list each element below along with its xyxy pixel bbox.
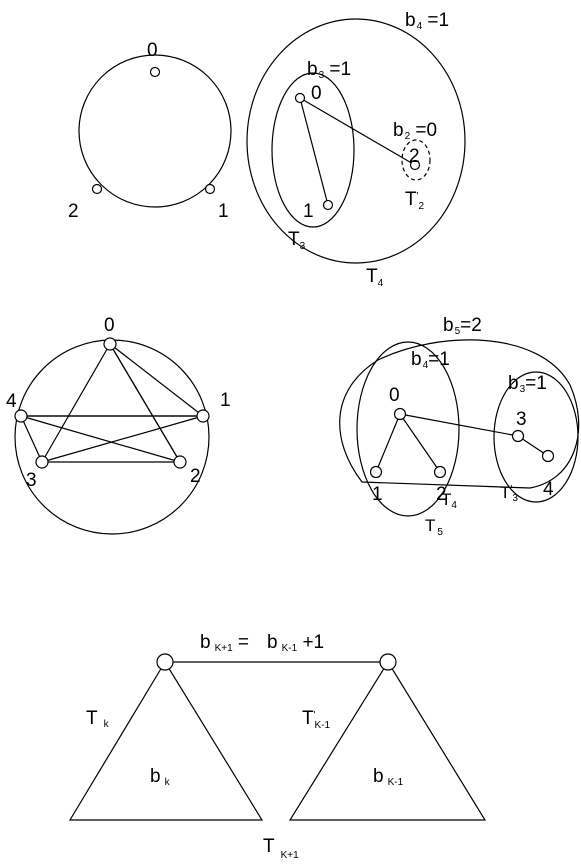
figure1-ring (78, 54, 232, 208)
star-node-4 (14, 409, 28, 423)
star-node-1 (196, 409, 210, 423)
tk1p-root-node (379, 653, 397, 671)
ring-label-0: 0 (147, 40, 158, 61)
tree2-node-1 (369, 465, 383, 479)
label-tk1-prime: T'K-1 (302, 708, 331, 731)
star-label-4: 4 (6, 391, 17, 412)
ring-label-2: 2 (68, 201, 79, 222)
pentagram (20, 343, 205, 463)
t2p-ellipse (401, 139, 431, 181)
star-node-0 (103, 337, 117, 351)
t4-ellipse (356, 341, 460, 517)
tree2-label-4: 4 (543, 479, 554, 500)
tree1-label-0: 0 (311, 83, 322, 104)
tk-root-node (156, 653, 174, 671)
figure2-tree (339, 339, 580, 517)
tk-triangle (68, 660, 264, 821)
tree1-label-1: 1 (303, 201, 314, 222)
star-label-0: 0 (104, 315, 115, 336)
tree2-node-2 (433, 465, 447, 479)
tree1-node-1 (322, 199, 334, 211)
figure3-trees (68, 653, 487, 821)
ring-node-0 (149, 66, 161, 78)
tk1p-triangle (288, 660, 487, 821)
star-label-1: 1 (220, 390, 231, 411)
figure2-star (14, 337, 210, 535)
tree2-node-3 (511, 429, 525, 443)
star-edge-0-3 (41, 343, 111, 463)
edge-0-1 (299, 97, 329, 206)
tree2-label-2: 2 (436, 484, 447, 505)
star-edge-1-3 (41, 415, 204, 463)
label-t4: T4 (441, 490, 457, 511)
label-b5-2: b5=2 (443, 315, 482, 337)
star-node-2 (173, 455, 187, 469)
star-label-3: 3 (26, 470, 37, 491)
label-t4: T4 (366, 266, 384, 289)
ring-cycle (78, 54, 232, 208)
label-b4-1: b4=1 (411, 349, 450, 371)
edge-0-1 (375, 413, 401, 473)
star-circle (14, 339, 210, 535)
t3p-ellipse (493, 371, 579, 503)
label-t3: T3 (288, 229, 306, 252)
tree1-node-0 (294, 92, 306, 104)
tree2-label-1: 1 (372, 484, 383, 505)
tree2-node-4 (541, 449, 555, 463)
tree1-node-2 (409, 159, 421, 171)
tree2-node-0 (393, 407, 407, 421)
edge-0-2 (399, 413, 441, 473)
star-edge-4-2 (20, 415, 181, 463)
ring-label-1: 1 (218, 201, 229, 222)
label-b3-1: b3 =1 (307, 59, 351, 81)
ring-node-1 (204, 183, 216, 195)
star-edge-0-2 (109, 343, 181, 463)
tree2-label-0: 0 (389, 385, 400, 406)
tree1-label-2: 2 (409, 146, 420, 167)
edge-0-3 (399, 413, 519, 437)
label-b2-0: b2 =0 (393, 120, 437, 142)
label-t2-prime: T'2 (405, 189, 425, 212)
t4-ellipse (246, 18, 466, 264)
t3-ellipse (271, 72, 355, 228)
tree2-label-3: 3 (516, 409, 527, 430)
t5-ellipse (339, 339, 580, 489)
label-t3-prime: T'3 (500, 483, 518, 504)
edge-0-2 (299, 97, 416, 166)
label-b4-1: b4 =1 (405, 10, 449, 32)
ring-node-2 (91, 183, 103, 195)
star-node-3 (35, 455, 49, 469)
star-label-2: 2 (190, 466, 201, 487)
figure1-tree (246, 18, 466, 264)
label-b3-1: b3=1 (508, 373, 547, 395)
